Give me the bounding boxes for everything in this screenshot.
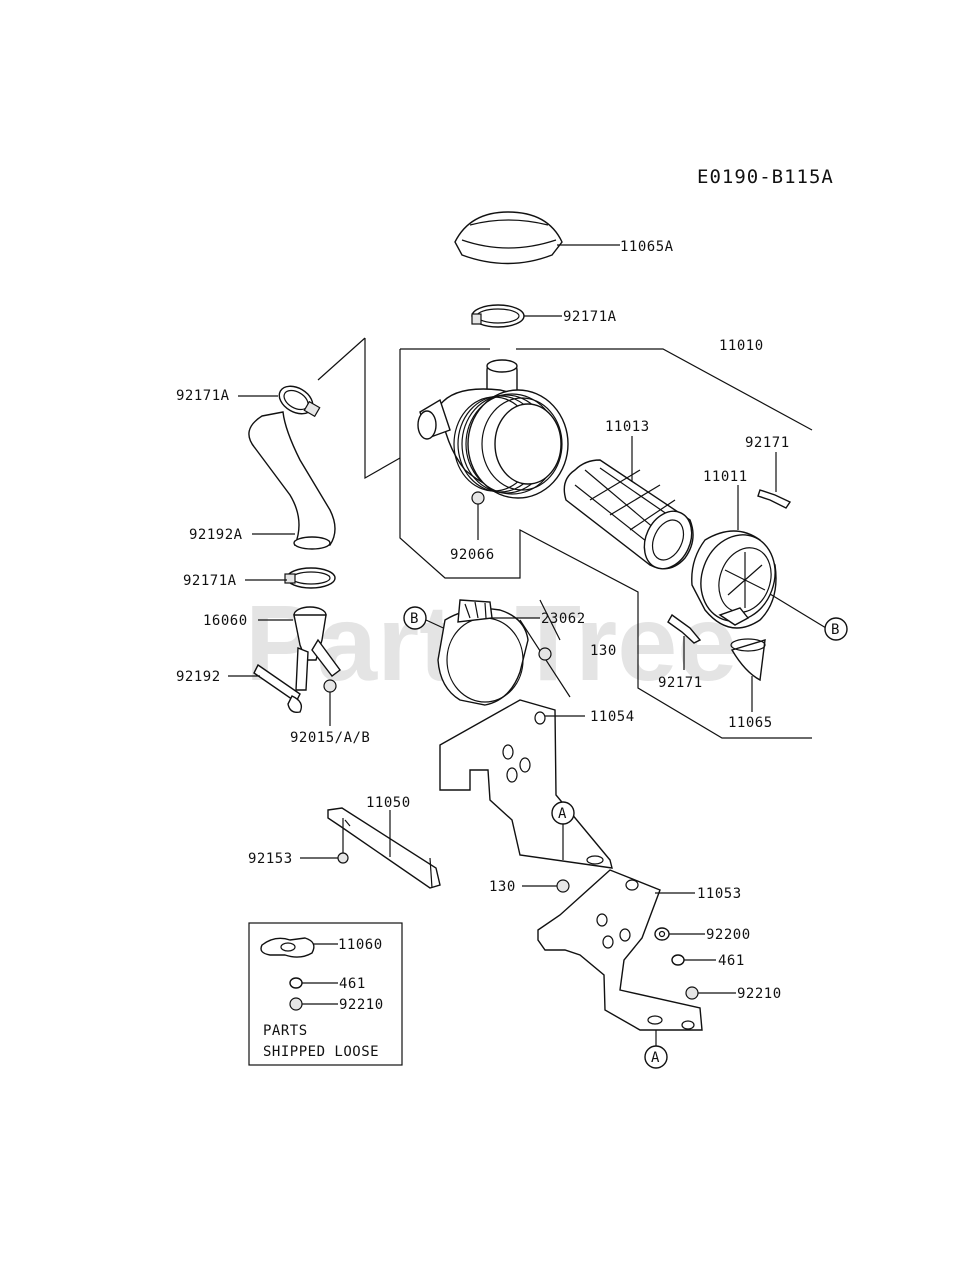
callout-11065[interactable]: 11065 [728, 715, 773, 731]
breather-pipe-16060[interactable] [293, 606, 341, 691]
callout-92210-main[interactable]: 92210 [737, 986, 782, 1002]
callout-92015[interactable]: 92015/A/B [290, 730, 370, 746]
callout-92153[interactable]: 92153 [248, 851, 293, 867]
lockwasher-461-box[interactable] [289, 977, 303, 989]
callout-92171-top[interactable]: 92171 [745, 435, 790, 451]
callout-92210-box[interactable]: 92210 [339, 997, 384, 1013]
air-cleaner-cover[interactable] [689, 524, 787, 631]
callout-16060[interactable]: 16060 [203, 613, 248, 629]
air-cleaner-housing[interactable] [417, 359, 569, 505]
callout-92171A-top[interactable]: 92171A [563, 309, 617, 325]
ref-circle-b-right [824, 617, 848, 641]
lockwasher-461-main[interactable] [671, 954, 685, 966]
loose-box-line2: SHIPPED LOOSE [263, 1044, 379, 1060]
clip-92171-bottom[interactable] [667, 613, 702, 644]
callout-23062[interactable]: 23062 [541, 611, 586, 627]
callout-11013[interactable]: 11013 [605, 419, 650, 435]
callout-461-main[interactable]: 461 [718, 953, 745, 969]
nut-92210-box[interactable] [289, 997, 303, 1011]
filter-element[interactable] [563, 459, 700, 576]
intake-hose-92192A[interactable] [248, 411, 336, 550]
mounting-band-23062[interactable] [437, 599, 571, 706]
callout-11054[interactable]: 11054 [590, 709, 635, 725]
callout-92171A-left[interactable]: 92171A [176, 388, 230, 404]
ref-a-upper: A [558, 806, 567, 822]
support-bar-11050[interactable] [327, 807, 441, 889]
loose-box-line1: PARTS [263, 1023, 308, 1039]
callout-11053[interactable]: 11053 [697, 886, 742, 902]
callout-92066[interactable]: 92066 [450, 547, 495, 563]
callout-130-bottom[interactable]: 130 [489, 879, 516, 895]
washer-92200[interactable] [654, 927, 670, 941]
callout-11010[interactable]: 11010 [719, 338, 764, 354]
callout-11011[interactable]: 11011 [703, 469, 748, 485]
nut-92210-main[interactable] [685, 986, 699, 1000]
clip-92171-top[interactable] [757, 489, 792, 509]
air-cleaner-cap[interactable] [454, 211, 563, 265]
bolt-92015[interactable] [323, 679, 337, 693]
callout-11065A[interactable]: 11065A [620, 239, 674, 255]
evacuator-valve[interactable] [730, 638, 766, 682]
callout-92192A[interactable]: 92192A [189, 527, 243, 543]
callout-130-top[interactable]: 130 [590, 643, 617, 659]
assembly-outline-11010 [317, 337, 813, 739]
ref-circle-b-left [403, 606, 427, 630]
hose-clamp-left-mid[interactable] [284, 567, 336, 589]
callout-92171A-mid[interactable]: 92171A [183, 573, 237, 589]
ref-b-right: B [831, 622, 840, 638]
bracket-11054[interactable] [439, 699, 613, 869]
gasket-11060[interactable] [260, 937, 315, 958]
callout-461-box[interactable]: 461 [339, 976, 366, 992]
hose-92192[interactable] [253, 663, 303, 714]
callout-92171-bottom[interactable]: 92171 [658, 675, 703, 691]
hose-clamp-top[interactable] [471, 304, 525, 328]
bolt-92153[interactable] [337, 818, 349, 864]
bolt-130-top[interactable] [538, 647, 552, 661]
bracket-11053[interactable] [537, 869, 703, 1031]
ref-a-lower: A [651, 1050, 660, 1066]
callout-92192[interactable]: 92192 [176, 669, 221, 685]
callout-92200[interactable]: 92200 [706, 927, 751, 943]
hose-clamp-left-upper[interactable] [274, 381, 321, 420]
callout-11050[interactable]: 11050 [366, 795, 411, 811]
callout-11060[interactable]: 11060 [338, 937, 383, 953]
ref-b-left: B [410, 611, 419, 627]
diagram-code: E0190-B115A [697, 166, 834, 188]
bolt-130-bottom[interactable] [556, 879, 570, 893]
